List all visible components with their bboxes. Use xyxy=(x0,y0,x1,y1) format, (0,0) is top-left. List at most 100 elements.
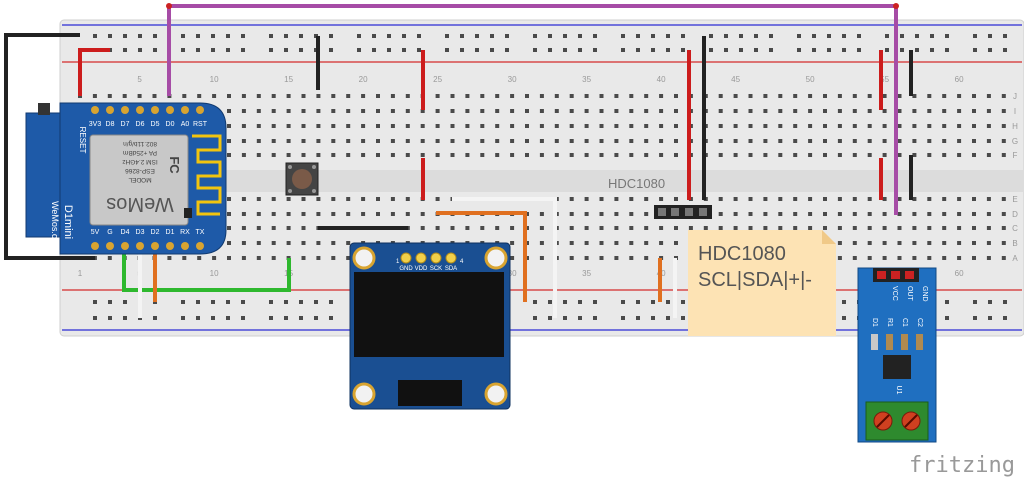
d1-top-pin-label: D6 xyxy=(136,121,145,128)
column-number-top: 45 xyxy=(731,75,740,84)
breadboard-hole xyxy=(197,256,202,260)
rail-hole xyxy=(284,48,288,52)
rail-hole xyxy=(621,34,625,38)
d1-mini-fcc-logo: FC xyxy=(167,156,182,174)
rail-hole xyxy=(329,316,333,320)
rail-hole xyxy=(93,316,97,320)
breadboard-hole xyxy=(256,153,261,157)
rail-hole xyxy=(123,300,127,304)
breadboard-hole xyxy=(733,153,738,157)
breadboard-hole xyxy=(480,139,485,143)
rail-hole xyxy=(284,300,288,304)
breadboard-hole xyxy=(286,109,291,113)
breadboard-hole xyxy=(599,256,604,260)
d1-bottom-pin-label: 5V xyxy=(91,229,100,236)
breadboard-hole xyxy=(390,109,395,113)
sensor-pin-label: VCC xyxy=(891,286,898,301)
breadboard-hole xyxy=(823,124,827,128)
row-letter: C xyxy=(1012,224,1018,233)
sensor-part-label: R1 xyxy=(886,318,893,327)
breadboard-hole xyxy=(614,124,619,128)
rail-hole xyxy=(973,34,977,38)
breadboard-hole xyxy=(1001,212,1006,216)
rail-hole xyxy=(666,34,670,38)
breadboard-hole xyxy=(912,153,917,157)
breadboard-hole xyxy=(614,212,619,216)
d1-pin-pad xyxy=(151,242,159,250)
breadboard-hole xyxy=(1001,153,1006,157)
breadboard-hole xyxy=(852,212,857,216)
breadboard-hole xyxy=(256,226,261,230)
breadboard-hole xyxy=(584,139,589,143)
breadboard-hole xyxy=(480,124,485,128)
rail-hole xyxy=(769,48,773,52)
sticky-note-body xyxy=(688,230,836,336)
row-letter: F xyxy=(1013,151,1018,160)
breadboard-hole xyxy=(837,241,842,245)
rail-hole xyxy=(299,316,303,320)
breadboard-hole xyxy=(256,256,261,260)
push-button-corner xyxy=(288,189,292,193)
sensor-part-label: C1 xyxy=(901,318,908,327)
d1-chip-text-line: ESP-8266 xyxy=(125,167,155,174)
breadboard-hole xyxy=(465,94,470,98)
rail-hole xyxy=(593,300,597,304)
rail-hole xyxy=(827,34,831,38)
rail-hole xyxy=(108,316,112,320)
breadboard-hole xyxy=(420,124,425,128)
breadboard-hole xyxy=(346,197,351,201)
breadboard-hole xyxy=(316,256,321,260)
breadboard-hole xyxy=(227,256,231,260)
breadboard-hole xyxy=(793,139,798,143)
breadboard-hole xyxy=(390,139,395,143)
breadboard-hole xyxy=(346,124,351,128)
breadboard-hole xyxy=(629,153,634,157)
rail-hole xyxy=(900,34,904,38)
breadboard-hole xyxy=(256,139,261,143)
breadboard-hole xyxy=(450,226,455,230)
breadboard-hole xyxy=(674,241,678,245)
breadboard-hole xyxy=(286,124,291,128)
d1-mini-site-label: WeMos.cc xyxy=(50,201,60,243)
breadboard-hole xyxy=(986,226,991,230)
sensor-part-label: C2 xyxy=(916,318,923,327)
oled-ribbon xyxy=(398,380,462,406)
breadboard-hole xyxy=(897,197,902,201)
breadboard-hole xyxy=(837,226,842,230)
d1-mini-cap xyxy=(184,208,192,218)
breadboard-hole xyxy=(927,241,932,245)
rail-hole xyxy=(196,300,200,304)
d1-pin-pad xyxy=(106,106,114,114)
breadboard-hole xyxy=(420,153,425,157)
breadboard-hole xyxy=(256,197,261,201)
rail-hole xyxy=(636,300,640,304)
breadboard-hole xyxy=(733,94,738,98)
d1-pin-pad xyxy=(121,242,129,250)
rail-hole xyxy=(505,48,509,52)
breadboard-hole xyxy=(763,124,768,128)
breadboard-hole xyxy=(674,226,678,230)
breadboard-hole xyxy=(256,109,261,113)
breadboard-hole xyxy=(1001,124,1006,128)
breadboard-hole xyxy=(539,241,544,245)
hdc1080-pin xyxy=(685,208,693,216)
rail-hole xyxy=(973,316,977,320)
d1-pin-pad xyxy=(196,242,204,250)
breadboard-hole xyxy=(957,241,962,245)
breadboard-hole xyxy=(793,124,798,128)
row-letter: J xyxy=(1013,92,1017,101)
breadboard-hole xyxy=(882,197,887,201)
d1-top-pin-label: D8 xyxy=(106,121,115,128)
breadboard-hole xyxy=(957,139,962,143)
breadboard-hole xyxy=(376,94,380,98)
breadboard-hole xyxy=(778,153,783,157)
breadboard-hole xyxy=(867,256,872,260)
breadboard-hole xyxy=(435,124,440,128)
rail-hole xyxy=(475,48,479,52)
rail-hole xyxy=(709,34,713,38)
breadboard-hole xyxy=(554,124,559,128)
screw-slot xyxy=(876,414,890,428)
breadboard-hole xyxy=(361,94,366,98)
breadboard-hole xyxy=(763,197,768,201)
